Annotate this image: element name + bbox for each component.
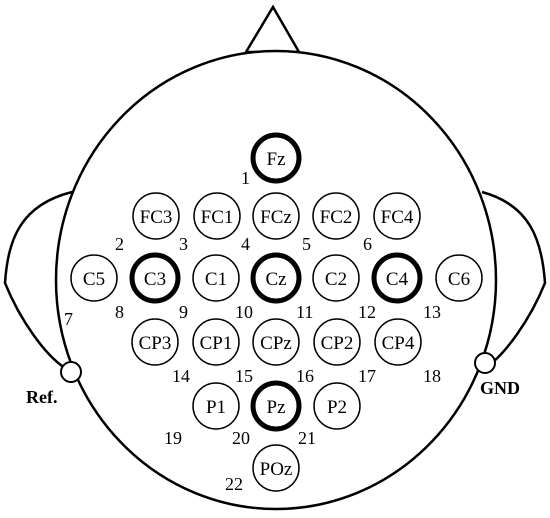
electrode-poz-circle <box>252 444 300 492</box>
electrode-fcz-circle <box>252 192 300 240</box>
electrode-fc1-label: FC1 <box>201 207 234 228</box>
electrode-c4-circle <box>371 252 423 304</box>
electrode-fc2-circle <box>312 192 360 240</box>
channel-number-19: 19 <box>164 428 182 448</box>
channel-number-21: 21 <box>298 428 316 448</box>
channel-number-2: 2 <box>115 234 124 254</box>
channel-number-16: 16 <box>296 366 314 386</box>
ground-label: GND <box>480 378 520 398</box>
channel-number-5: 5 <box>302 234 311 254</box>
electrode-cp1-circle <box>192 318 240 366</box>
electrode-p2-circle <box>313 382 361 430</box>
electrode-pz-label: Pz <box>267 397 286 418</box>
electrode-fc1-circle <box>193 192 241 240</box>
electrode-pz-circle <box>250 380 302 432</box>
electrode-c5-circle <box>70 254 118 302</box>
electrode-cp4-label: CP4 <box>382 333 415 354</box>
electrode-fc4-label: FC4 <box>381 207 414 228</box>
channel-number-14: 14 <box>172 366 190 386</box>
electrode-c4-label: C4 <box>386 269 409 290</box>
electrode-cp2-label: CP2 <box>321 333 354 354</box>
channel-number-12: 12 <box>358 302 376 322</box>
electrode-cp4-circle <box>374 318 422 366</box>
ground-electrode <box>474 352 496 374</box>
channel-number-9: 9 <box>179 302 188 322</box>
electrode-cp3-label: CP3 <box>139 333 172 354</box>
electrode-c6-circle <box>435 254 483 302</box>
channel-number-18: 18 <box>423 366 441 386</box>
electrode-cpz-label: CPz <box>260 333 292 354</box>
channel-number-3: 3 <box>179 234 188 254</box>
electrode-fz-label: Fz <box>267 149 286 170</box>
electrode-p1-circle <box>192 382 240 430</box>
electrode-cp1-label: CP1 <box>200 333 233 354</box>
channel-number-7: 7 <box>64 309 73 329</box>
channel-number-17: 17 <box>358 366 376 386</box>
channel-number-10: 10 <box>235 302 253 322</box>
channel-number-20: 20 <box>232 428 250 448</box>
electrode-c2-circle <box>312 254 360 302</box>
electrode-fcz-label: FCz <box>260 207 292 228</box>
electrode-poz-label: POz <box>260 459 293 480</box>
reference-electrode <box>60 361 82 383</box>
electrode-cz-label: Cz <box>265 269 286 290</box>
electrode-c6-label: C6 <box>448 269 470 290</box>
electrode-c2-label: C2 <box>325 269 347 290</box>
electrode-fc3-label: FC3 <box>140 207 173 228</box>
electrode-p1-label: P1 <box>206 397 226 418</box>
channel-number-13: 13 <box>423 302 441 322</box>
electrode-cpz-circle <box>252 318 300 366</box>
electrode-c1-circle <box>192 254 240 302</box>
channel-number-8: 8 <box>115 302 124 322</box>
reference-label: Ref. <box>26 387 57 407</box>
electrode-fc3-circle <box>132 192 180 240</box>
channel-number-4: 4 <box>241 234 250 254</box>
electrode-c1-label: C1 <box>205 269 227 290</box>
electrode-fz-circle <box>250 132 302 184</box>
channel-number-6: 6 <box>363 234 372 254</box>
channel-number-15: 15 <box>235 366 253 386</box>
left-ear <box>3 190 73 370</box>
channel-number-11: 11 <box>296 302 313 322</box>
electrode-cp2-circle <box>313 318 361 366</box>
electrode-c5-label: C5 <box>83 269 105 290</box>
channel-number-22: 22 <box>225 474 243 494</box>
electrode-c3-circle <box>129 252 181 304</box>
nose-shape <box>243 4 302 54</box>
electrode-p2-label: P2 <box>327 397 347 418</box>
electrode-c3-label: C3 <box>144 269 166 290</box>
electrode-fc2-label: FC2 <box>320 207 353 228</box>
right-ear <box>481 190 547 370</box>
electrode-cz-circle <box>250 252 302 304</box>
electrode-cp3-circle <box>131 318 179 366</box>
channel-number-1: 1 <box>241 168 250 188</box>
electrode-fc4-circle <box>373 192 421 240</box>
